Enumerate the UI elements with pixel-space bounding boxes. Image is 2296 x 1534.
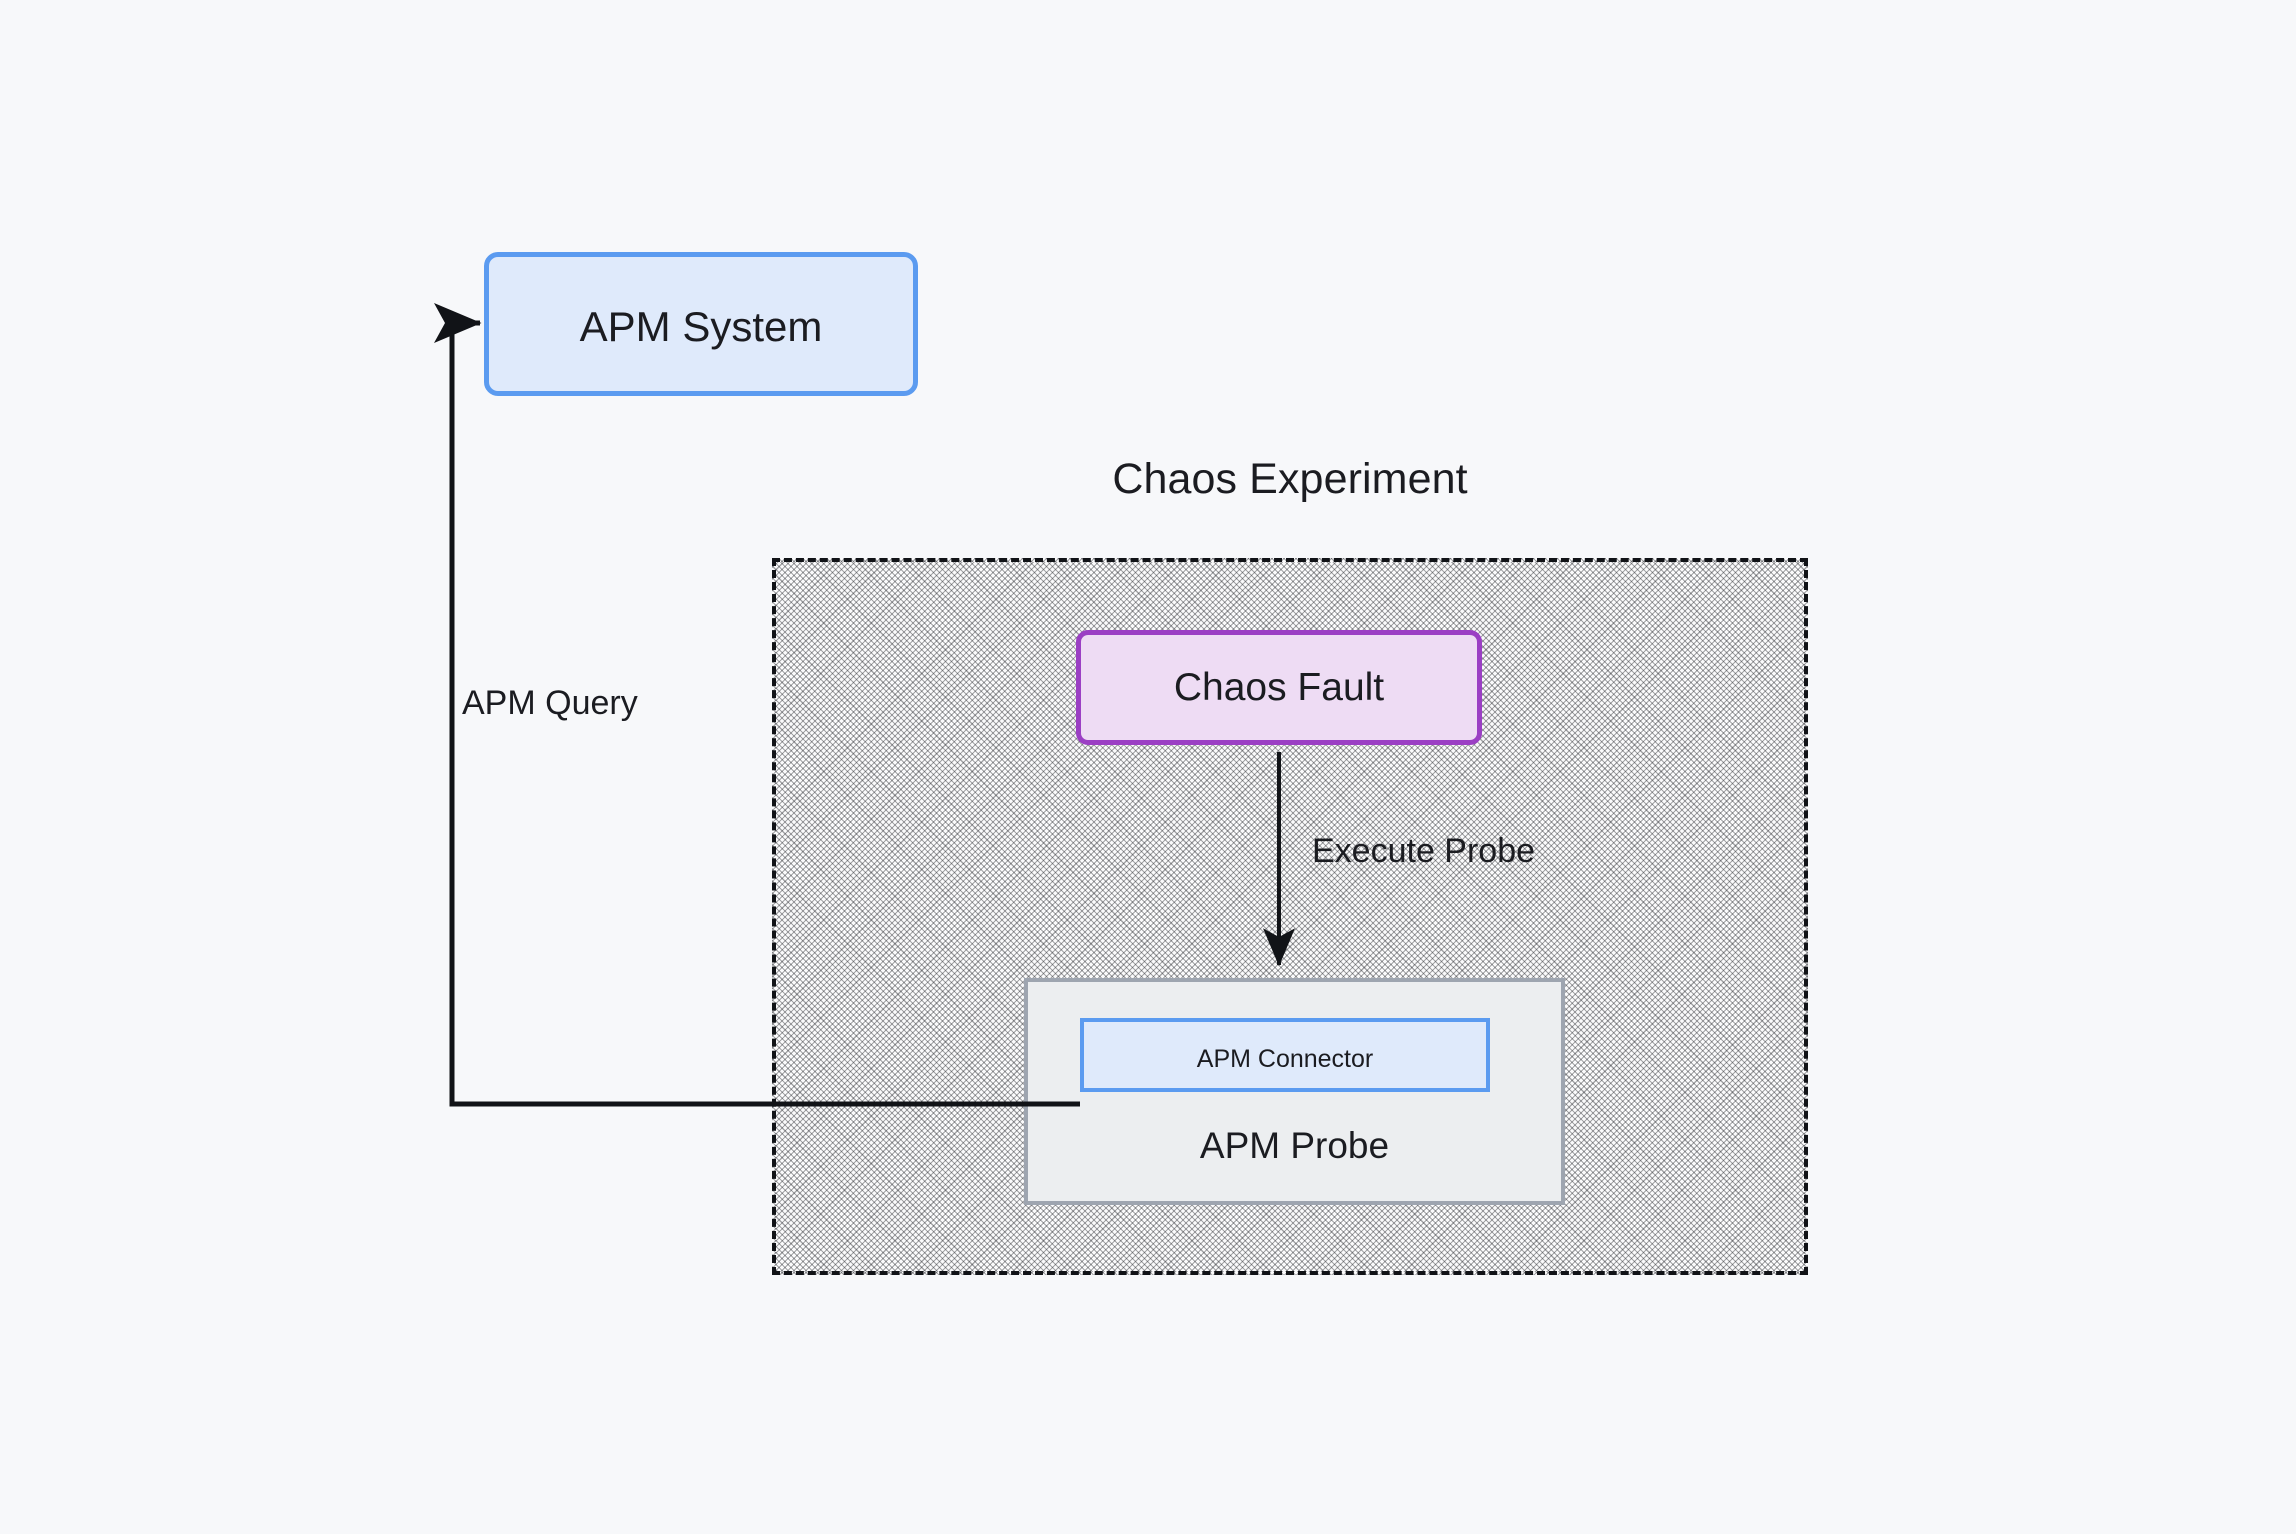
node-apm-system[interactable]: APM System — [484, 252, 918, 396]
node-apm-connector[interactable]: APM Connector — [1080, 1018, 1490, 1092]
chaos-fault-label: Chaos Fault — [1173, 666, 1385, 709]
edge-label-execute-probe: Execute Probe — [1312, 832, 1536, 870]
apm-probe-label: APM Probe — [1199, 1125, 1390, 1166]
edge-label-apm-query: APM Query — [462, 684, 638, 722]
apm-connector-label: APM Connector — [1196, 1045, 1374, 1073]
node-chaos-fault[interactable]: Chaos Fault — [1076, 630, 1482, 745]
apm-system-label: APM System — [579, 303, 823, 350]
chaos-experiment-title: Chaos Experiment — [1112, 455, 1468, 503]
